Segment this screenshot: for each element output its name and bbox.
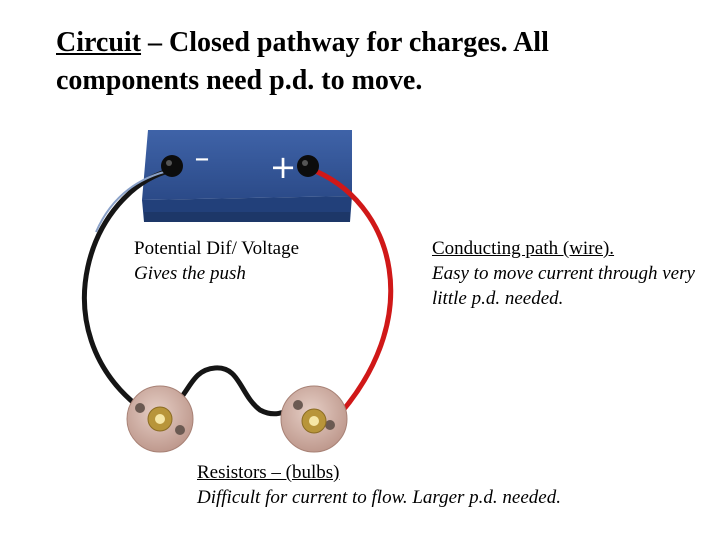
title-description: – Closed pathway for charges. All compon… bbox=[56, 27, 549, 96]
bulb-filament-icon bbox=[309, 416, 319, 426]
wire-label-description: Easy to move current through very little… bbox=[432, 263, 695, 309]
negative-terminal bbox=[161, 155, 183, 177]
resistors-label-title: Resistors – (bulbs) bbox=[197, 462, 340, 483]
black-wire-left bbox=[82, 167, 173, 410]
bulb-filament-icon bbox=[155, 414, 165, 424]
battery-base bbox=[144, 212, 350, 222]
resistors-label-description: Difficult for current to flow. Larger p.… bbox=[197, 487, 561, 508]
title-term: Circuit bbox=[56, 27, 142, 58]
screw-terminal-icon bbox=[325, 420, 335, 430]
screw-terminal-icon bbox=[135, 403, 145, 413]
voltage-label: Potential Dif/ Voltage Gives the push bbox=[134, 236, 299, 286]
bulb-holder-right bbox=[280, 385, 348, 453]
slide-title: Circuit – Closed pathway for charges. Al… bbox=[56, 24, 696, 100]
battery-top-face bbox=[142, 130, 352, 200]
battery bbox=[142, 130, 352, 222]
wire-label: Conducting path (wire). Easy to move cur… bbox=[432, 236, 702, 311]
screw-terminal-icon bbox=[293, 400, 303, 410]
black-wire-middle bbox=[168, 365, 302, 417]
red-wire bbox=[307, 165, 394, 427]
positive-symbol: + bbox=[270, 148, 297, 186]
bulb-holder-left bbox=[126, 385, 194, 453]
negative-symbol: – bbox=[195, 141, 210, 176]
resistors-label: Resistors – (bulbs) Difficult for curren… bbox=[197, 460, 717, 510]
positive-terminal bbox=[297, 155, 319, 177]
wire-insulation-highlight bbox=[95, 169, 173, 233]
voltage-label-description: Gives the push bbox=[134, 263, 246, 284]
wire-label-title: Conducting path (wire). bbox=[432, 238, 615, 259]
screw-terminal-icon bbox=[175, 425, 185, 435]
voltage-label-title: Potential Dif/ Voltage bbox=[134, 238, 300, 259]
